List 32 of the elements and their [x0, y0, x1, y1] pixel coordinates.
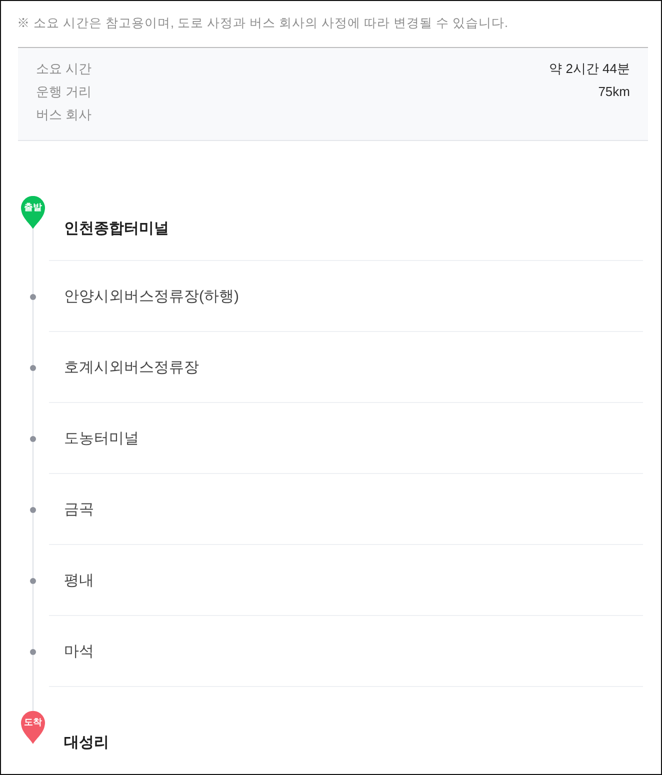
timeline-line — [32, 300, 34, 366]
departure-pin — [21, 196, 45, 229]
timeline-line — [32, 442, 34, 508]
stop-dot-icon — [30, 578, 36, 584]
stop-name: 마석 — [64, 643, 94, 661]
stop-name: 호계시외버스정류장 — [64, 359, 199, 377]
info-panel — [18, 47, 648, 141]
stop-name: 금곡 — [64, 501, 94, 519]
timeline-line — [32, 512, 34, 578]
timeline-line — [32, 370, 34, 436]
pin-label: 출발 — [24, 202, 42, 213]
pin-label: 도착 — [24, 717, 42, 728]
info-label: 버스 회사 — [36, 107, 92, 123]
stop-dot-icon — [30, 436, 36, 442]
stop-name: 도농터미널 — [64, 430, 139, 448]
timeline-line — [32, 654, 34, 712]
stop-name: 안양시외버스정류장(하행) — [64, 288, 239, 306]
stop-dot-icon — [30, 507, 36, 513]
info-value: 약 2시간 44분 — [549, 61, 630, 77]
stop-dot-icon — [30, 294, 36, 300]
stop-name: 평내 — [64, 572, 94, 590]
stop-dot-icon — [30, 649, 36, 655]
arrival-pin — [21, 711, 45, 744]
timeline-line — [32, 584, 34, 650]
notice-text: ※ 소요 시간은 참고용이며, 도로 사정과 버스 회사의 사정에 따라 변경될 수 있습니다. — [17, 15, 508, 31]
info-label: 운행 거리 — [36, 84, 92, 100]
info-value: 75km — [598, 84, 630, 100]
stop-name: 인천종합터미널 — [64, 220, 169, 238]
info-label: 소요 시간 — [36, 61, 92, 77]
stop-name: 대성리 — [64, 734, 109, 752]
timeline-line — [32, 228, 34, 294]
stop-dot-icon — [30, 365, 36, 371]
